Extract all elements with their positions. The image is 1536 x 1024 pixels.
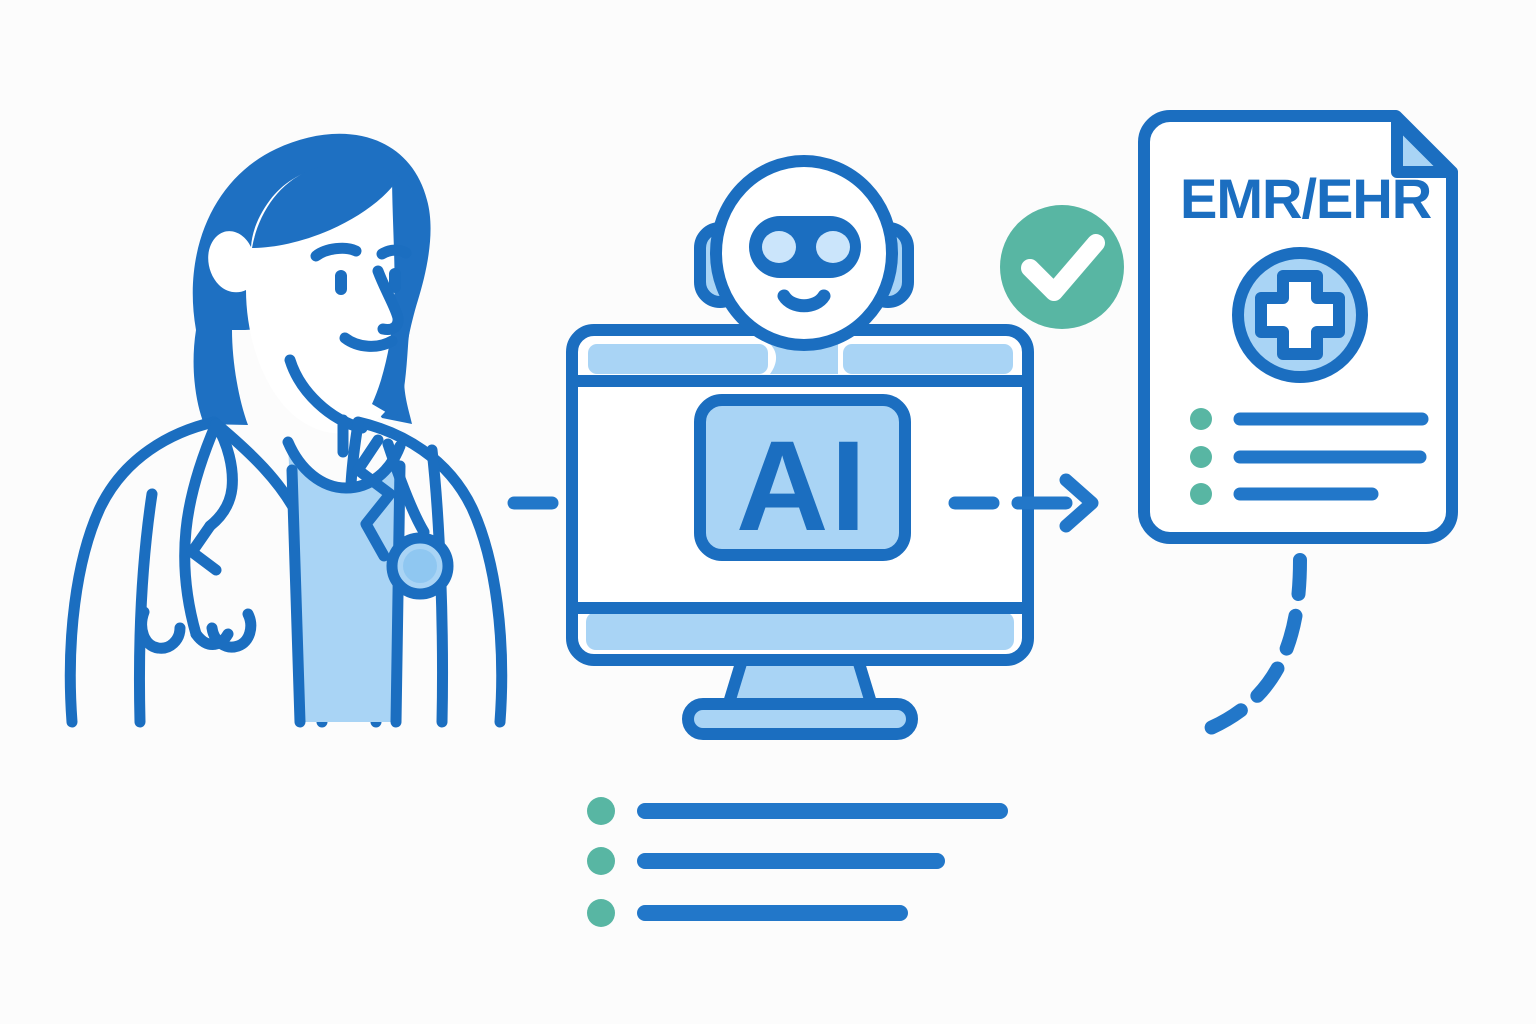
- clinician-figure: [64, 133, 508, 728]
- curve-path: [1189, 553, 1307, 741]
- robot-eye-left: [762, 231, 796, 263]
- note-bullet-3: [587, 899, 615, 927]
- check-badge-circle: [1000, 205, 1124, 329]
- stethoscope-tube-right: [204, 418, 238, 532]
- dashed-curve-record-to-notes: [1189, 553, 1307, 741]
- doctor-jaw: [284, 354, 368, 434]
- doc-bullet-2: [1190, 446, 1212, 468]
- stethoscope-head-loop: [190, 628, 234, 650]
- stethoscope-tube-left: [179, 418, 222, 640]
- doctor-scrub-edge-left: [286, 464, 306, 728]
- document-corner-fold: [1391, 115, 1454, 178]
- doctor-scrub-outline: [282, 436, 406, 494]
- doctor-collar-fold: [352, 434, 396, 562]
- robot-smile: [777, 289, 831, 313]
- medical-cross-circle: [1232, 247, 1368, 383]
- note-bullet-2: [587, 847, 615, 875]
- doctor-mouth: [339, 332, 398, 352]
- doc-bullet-1: [1190, 408, 1212, 430]
- monitor-topbar-right: [843, 344, 1013, 374]
- doc-bullet-3: [1190, 483, 1212, 505]
- approved-check-badge: [1000, 205, 1124, 329]
- stethoscope-cord-right: [382, 438, 430, 538]
- ai-monitor: AI: [566, 324, 1034, 740]
- stethoscope-chestpiece-inner: [403, 549, 437, 583]
- doctor-hair-right: [372, 172, 425, 418]
- doctor-scrub-edge-right: [390, 460, 406, 728]
- arrow-ai-to-record: [948, 473, 1099, 533]
- doctor-coat-left: [64, 416, 220, 728]
- ai-screen-plaque: [694, 394, 911, 561]
- monitor-stand-base: [682, 698, 918, 740]
- doctor-eyebrow-left: [310, 242, 362, 262]
- doctor-eyebrow-right: [376, 244, 412, 260]
- cross-icon: [1255, 270, 1345, 360]
- document-title: EMR/EHR: [1180, 167, 1432, 230]
- ai-screen-label: AI: [736, 415, 868, 558]
- robot-assistant-head: [694, 155, 914, 351]
- arrow-right-head: [1059, 473, 1099, 533]
- note-bullet-1: [587, 797, 615, 825]
- transcript-notes-list: [587, 797, 1008, 927]
- monitor-topbar-left: [588, 344, 768, 374]
- document-list: [1190, 408, 1429, 505]
- stethoscope-bend: [186, 520, 222, 576]
- doctor-hair-front: [252, 162, 400, 248]
- doctor-hair-left-lower: [193, 330, 248, 425]
- monitor-topbar-center: [770, 344, 838, 374]
- doctor-nose: [372, 265, 404, 335]
- doctor-coat-right: [352, 416, 508, 728]
- stethoscope-ear-left: [136, 606, 186, 654]
- emr-record-document: EMR/EHR: [1138, 110, 1458, 544]
- doctor-coat-seam-left: [134, 488, 158, 728]
- check-icon: [1021, 234, 1105, 301]
- monitor-chin: [586, 612, 1014, 650]
- robot-eye-right: [816, 231, 850, 263]
